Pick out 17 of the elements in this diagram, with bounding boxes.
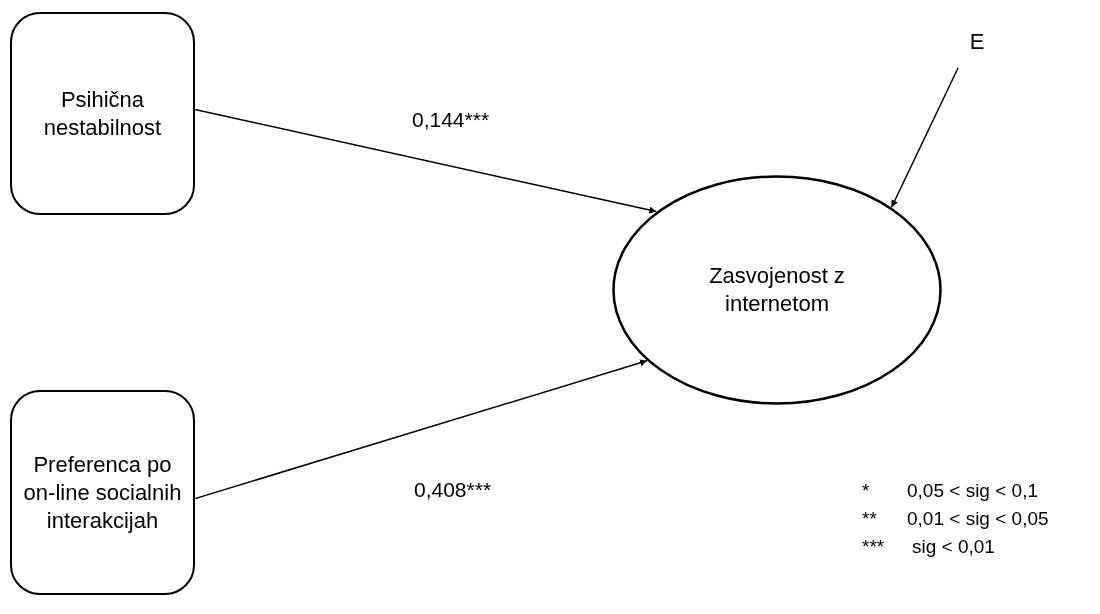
rounded-box	[10, 12, 195, 215]
path-coefficient: 0,144***	[412, 108, 490, 132]
arrow	[194, 108, 658, 214]
significance-note: 0,01 < sig < 0,05	[907, 508, 1049, 530]
arrow	[890, 67, 959, 209]
error-term-label: E	[968, 28, 986, 56]
significance-note: sig < 0,01	[912, 536, 995, 558]
significance-mark: *	[862, 480, 870, 502]
node-text: Zasvojenost z internetom	[708, 262, 846, 318]
arrow	[194, 359, 648, 500]
significance-mark: **	[862, 508, 877, 530]
node-text: Psihična nestabilnost	[42, 85, 163, 142]
node-text: Preferenca po on-line socialnih interakcijah	[22, 450, 183, 535]
path-coefficient: 0,408***	[414, 478, 492, 502]
significance-note: 0,05 < sig < 0,1	[907, 480, 1038, 502]
significance-mark: ***	[862, 536, 885, 558]
rounded-box	[10, 390, 195, 595]
